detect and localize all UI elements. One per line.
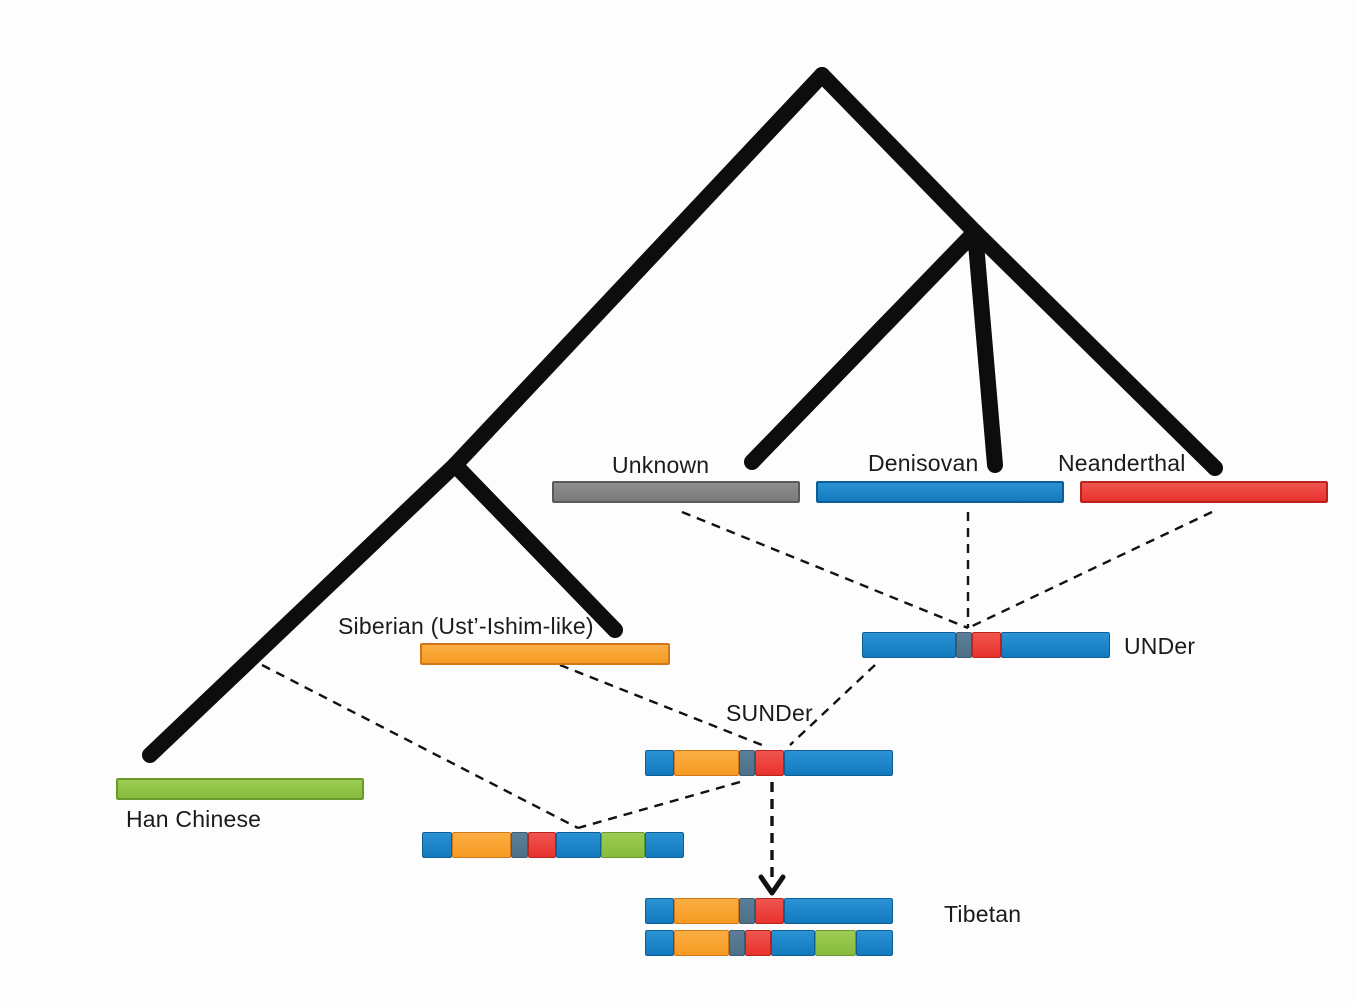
han-to-recombinant: [261, 663, 579, 830]
sunder-bar-segment-1-blue: [645, 750, 674, 776]
denisovan-bar: [816, 481, 1064, 503]
label-under: UNDer: [1124, 633, 1196, 659]
tibetan-haplotype-1-segment-5-blue: [783, 898, 893, 924]
neanderthal-bar: [1080, 481, 1328, 503]
under-bar-segment-1-blue: [862, 632, 957, 658]
branch-archaic-to-unknown: [744, 224, 983, 470]
tibetan-haplotype-1-segment-3-slate: [739, 898, 756, 924]
neanderthal-to-under: [967, 510, 1213, 630]
tibetan-haplotype-2-segment-6-green: [814, 930, 856, 956]
siberian-bar-segment-1-orange: [420, 643, 670, 665]
tibetan-haplotype-2-segment-1-blue: [645, 930, 674, 956]
tibetan-haplotype-2-segment-2-orange: [673, 930, 730, 956]
branch-archaic-to-denisovan: [967, 224, 1003, 473]
sunder-recombinant-bar-segment-2-orange: [452, 832, 512, 858]
under-bar-segment-3-red: [972, 632, 1001, 658]
sunder-bar: [645, 750, 893, 776]
sunder-recombinant-bar-segment-1-blue: [422, 832, 453, 858]
sunder-to-recombinant: [577, 780, 741, 830]
tibetan-haplotype-2-segment-5-blue: [771, 930, 815, 956]
label-siberian: Siberian (Ust’-Ishim-like): [338, 613, 594, 639]
tibetan-haplotype-2-segment-3-slate: [729, 930, 746, 956]
sunder-recombinant-bar-segment-5-blue: [555, 832, 602, 858]
branch-modern-to-han: [142, 457, 463, 763]
sunder-recombinant-bar-segment-3-slate: [511, 832, 529, 858]
sunder-bar-segment-2-orange: [673, 750, 740, 776]
admixture-dashed-lines: [261, 510, 1213, 830]
label-neanderthal: Neanderthal: [1058, 450, 1186, 476]
under-to-sunder: [789, 664, 876, 746]
label-han-chinese: Han Chinese: [126, 806, 262, 832]
branch-archaic-to-neanderthal: [967, 224, 1223, 476]
tibetan-haplotype-1-segment-2-orange: [673, 898, 740, 924]
unknown-to-under: [681, 510, 969, 630]
sunder-bar-segment-5-blue: [783, 750, 893, 776]
label-unknown: Unknown: [612, 452, 710, 478]
unknown-bar: [552, 481, 800, 503]
label-sunder: SUNDer: [726, 700, 813, 726]
sunder-recombinant-bar-segment-7-blue: [644, 832, 684, 858]
neanderthal-bar-segment-1-red: [1080, 481, 1328, 503]
under-bar: [862, 632, 1110, 658]
han-chinese-bar: [116, 778, 364, 800]
tibetan-haplotype-2-segment-4-red: [745, 930, 772, 956]
under-bar-segment-4-blue: [1000, 632, 1110, 658]
unknown-bar-segment-1-gray: [552, 481, 800, 503]
sunder-recombinant-bar-segment-4-red: [528, 832, 556, 858]
branch-modern-to-siberian: [447, 457, 623, 638]
sunder-recombinant-bar-segment-6-green: [601, 832, 645, 858]
sunder-bar-segment-4-red: [755, 750, 784, 776]
tree-branches: [142, 67, 1223, 763]
denisovan-bar-segment-1-blue: [816, 481, 1064, 503]
tibetan-haplotype-1-segment-1-blue: [645, 898, 674, 924]
sunder-bar-segment-3-slate: [739, 750, 756, 776]
tibetan-haplotype-2-segment-7-blue: [855, 930, 893, 956]
siberian-bar: [420, 643, 670, 665]
arrow-head-icon: [758, 874, 786, 896]
tibetan-haplotype-1-segment-4-red: [755, 898, 784, 924]
branch-root-to-modern: [447, 67, 830, 473]
admixture-arrow: [758, 782, 786, 896]
branch-root-to-archaic: [814, 67, 983, 240]
label-tibetan: Tibetan: [944, 901, 1022, 927]
siberian-to-sunder: [559, 663, 763, 747]
tibetan-haplotype-1: [645, 898, 893, 924]
label-denisovan: Denisovan: [868, 450, 979, 476]
under-bar-segment-2-slate: [956, 632, 973, 658]
tibetan-haplotype-2: [645, 930, 893, 956]
han-chinese-bar-segment-1-green: [116, 778, 364, 800]
sunder-recombinant-bar: [422, 832, 684, 858]
